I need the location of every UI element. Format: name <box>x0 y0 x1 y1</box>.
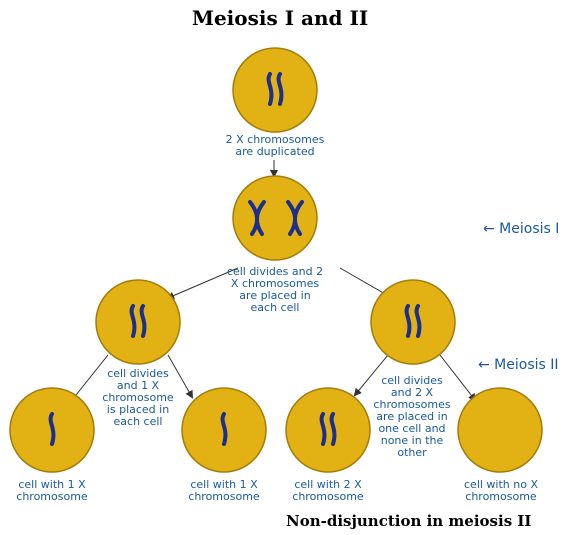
arrow-right-to-bottom3 <box>353 354 389 397</box>
footer-title: Non-disjunction in meiosis II <box>286 512 532 530</box>
arrow-right-to-bottom4 <box>439 354 477 402</box>
stage-label-meiosis2: ← Meiosis II <box>478 357 559 373</box>
cell-bottom4 <box>457 387 543 473</box>
arrow-left-to-bottom1 <box>70 354 109 402</box>
chromosomes-meiosis1 <box>248 200 304 236</box>
stage-label-meiosis1: ← Meiosis I <box>483 221 560 237</box>
diagram-title: Meiosis I and II <box>191 6 369 30</box>
chromosomes-left <box>129 304 147 338</box>
chromosomes-top <box>266 72 284 106</box>
arrow-left-to-bottom2 <box>167 354 193 399</box>
chromosome-bottom1 <box>48 412 56 446</box>
caption-middle: cell divides and 2 X chromosomes are pla… <box>226 265 324 314</box>
cell-meiosis1 <box>232 175 318 261</box>
cell-bottom3 <box>285 387 371 473</box>
caption-top: 2 X chromosomes are duplicated <box>225 133 325 158</box>
caption-bottom1: cell with 1 X chromosome <box>16 478 88 503</box>
arrow-meiosis1-to-left <box>166 267 239 300</box>
cell-top <box>232 47 318 133</box>
chromosomes-right <box>404 304 422 338</box>
cell-right <box>370 279 456 365</box>
caption-bottom2: cell with 1 X chromosome <box>188 478 260 503</box>
chromosomes-bottom3 <box>319 412 337 446</box>
caption-left: cell divides and 1 X chromosome is place… <box>102 367 174 428</box>
caption-bottom4: cell with no X chromosome <box>464 478 538 503</box>
cell-left <box>95 279 181 365</box>
chromosome-bottom2 <box>220 412 228 446</box>
caption-right: cell divides and 2 X chromosomes are pla… <box>373 374 451 459</box>
caption-bottom3: cell with 2 X chromosome <box>292 478 364 503</box>
